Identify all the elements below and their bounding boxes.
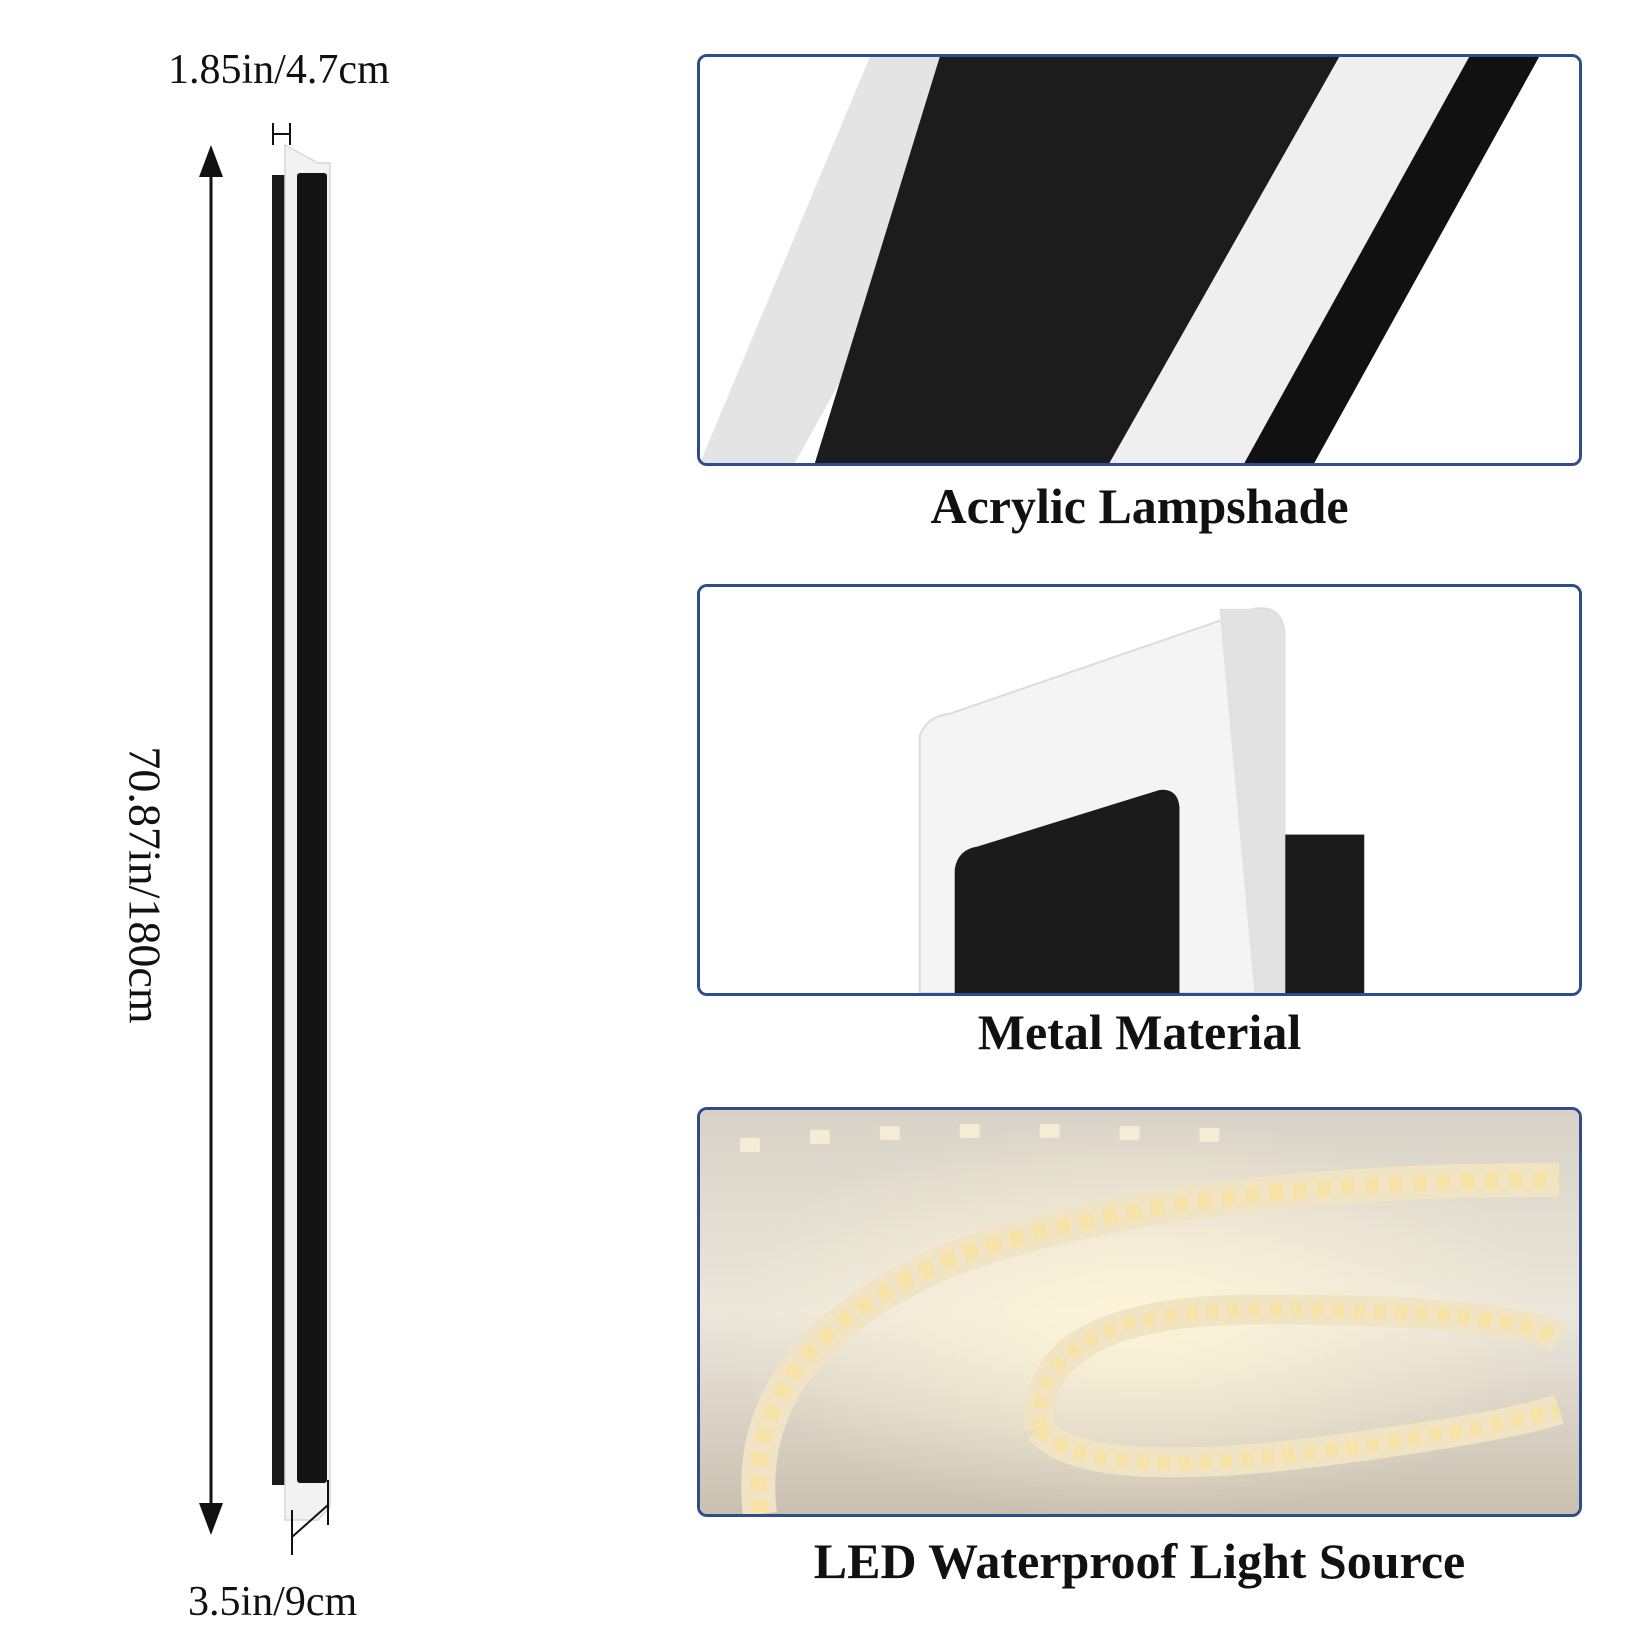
caption-led-light-source: LED Waterproof Light Source — [813, 1533, 1466, 1589]
height-arrow — [199, 145, 223, 1535]
width-dimension-label: 3.5in/9cm — [188, 1579, 358, 1625]
caption-metal-material: Metal Material — [977, 1004, 1302, 1060]
width-bracket — [291, 1480, 329, 1555]
lamp-dimension-drawing — [199, 123, 331, 1555]
depth-dimension-label: 1.85in/4.7cm — [168, 47, 390, 93]
acrylic-lampshade-image — [697, 54, 1582, 466]
led-strip-image — [697, 1107, 1582, 1517]
metal-material-image — [697, 584, 1582, 996]
lamp-body — [272, 143, 331, 1521]
caption-acrylic-lampshade: Acrylic Lampshade — [930, 478, 1349, 534]
height-dimension-label: 70.87in/180cm — [119, 746, 171, 1024]
depth-bracket — [272, 123, 291, 145]
